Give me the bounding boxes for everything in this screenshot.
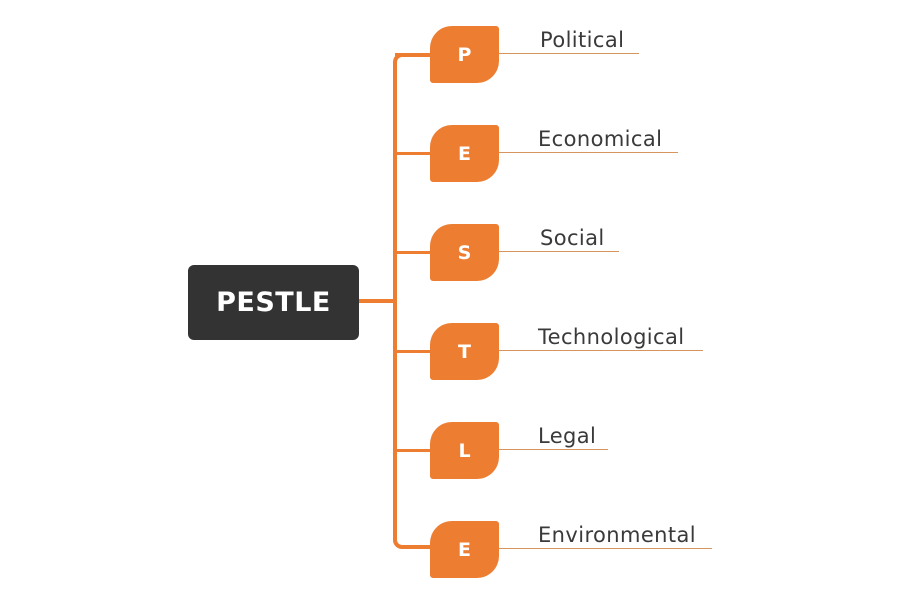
branch-node-legal[interactable]: L [430, 422, 499, 479]
label-underline [499, 53, 639, 54]
branch-connector [395, 53, 431, 56]
branch-connector [395, 449, 431, 452]
label-underline [499, 152, 678, 153]
branch-label-environmental[interactable]: Environmental [538, 523, 696, 547]
branch-connector [395, 251, 431, 254]
branch-connector [395, 152, 431, 155]
branch-connector [395, 350, 431, 353]
root-connector [359, 299, 396, 303]
branch-label-technological[interactable]: Technological [538, 325, 685, 349]
node-letter: L [458, 439, 471, 462]
branch-node-environmental[interactable]: E [430, 521, 499, 578]
branch-label-economical[interactable]: Economical [538, 127, 663, 151]
node-letter: E [458, 142, 471, 165]
branch-node-technological[interactable]: T [430, 323, 499, 380]
branch-node-social[interactable]: S [430, 224, 499, 281]
node-letter: E [458, 538, 471, 561]
root-node[interactable]: PESTLE [188, 265, 359, 340]
node-letter: T [458, 340, 471, 363]
label-underline [499, 449, 608, 450]
branch-label-legal[interactable]: Legal [538, 424, 597, 448]
label-underline [499, 548, 712, 549]
node-letter: S [457, 241, 472, 264]
label-underline [499, 251, 619, 252]
branch-label-social[interactable]: Social [540, 226, 605, 250]
branch-node-economical[interactable]: E [430, 125, 499, 182]
branch-spine [393, 53, 431, 549]
branch-node-political[interactable]: P [430, 26, 499, 83]
label-underline [499, 350, 703, 351]
branch-label-political[interactable]: Political [540, 28, 625, 52]
node-letter: P [457, 43, 472, 66]
root-label: PESTLE [216, 287, 331, 318]
